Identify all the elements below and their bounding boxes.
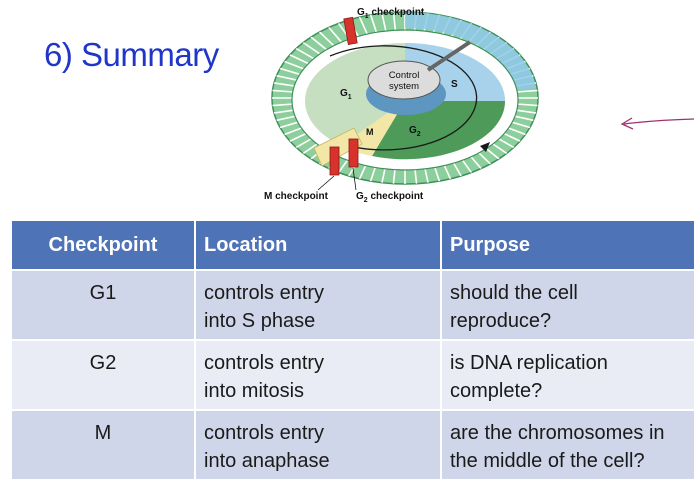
cycle-arrowhead [480, 142, 490, 152]
table-row: M controls entry into anaphase are the ch… [12, 409, 696, 479]
cell-location: controls entry into anaphase [195, 409, 442, 479]
checkpoint-summary-table: Checkpoint Location Purpose G1 controls … [12, 221, 696, 479]
location-line: controls entry [204, 352, 325, 374]
m-checkpoint-marker [329, 146, 340, 176]
control-system-label-2: system [389, 81, 419, 92]
g1-checkpoint-marker [343, 16, 358, 45]
location-line: controls entry [204, 422, 325, 444]
table-header-row: Checkpoint Location Purpose [12, 221, 696, 270]
phase-s-label: S [451, 79, 458, 90]
handwritten-arrow-annotation [620, 117, 695, 130]
m-checkpoint-leader [317, 175, 335, 191]
header-purpose: Purpose [441, 221, 696, 270]
g1-checkpoint-label: G1 checkpoint [357, 7, 425, 20]
location-line: into S phase [204, 310, 316, 332]
table-row: G1 controls entry into S phase should the… [12, 269, 696, 340]
location-line: into mitosis [204, 380, 305, 402]
outer-ring-s-highlight [405, 12, 536, 90]
purpose-line: should the cell [450, 282, 578, 304]
header-location: Location [195, 221, 442, 270]
phase-g2-label: G2 [409, 125, 421, 138]
control-system [367, 60, 441, 100]
purpose-line: the middle of the cell? [450, 450, 645, 472]
g2-checkpoint-label: G2 checkpoint [356, 191, 424, 204]
ring-tick [512, 89, 538, 94]
ring-tick [379, 12, 388, 34]
page-title: 6) Summary [44, 36, 219, 73]
cell-checkpoint: G2 [12, 339, 196, 410]
cell-purpose: are the chromosomes in the middle of the … [441, 409, 696, 479]
m-checkpoint-label: M checkpoint [264, 191, 329, 202]
cycle-arrow-ring [329, 45, 478, 151]
cell-checkpoint: M [12, 409, 196, 479]
location-line: controls entry [204, 282, 325, 304]
purpose-line: are the chromosomes in [450, 422, 665, 444]
ring-tick [272, 89, 298, 94]
table-row: G2 controls entry into mitosis is DNA rep… [12, 339, 696, 410]
ring-tick [392, 12, 397, 33]
cell-cycle-diagram: G1 checkpoint M checkpoint G2 checkpoint… [264, 7, 539, 204]
control-handle [426, 40, 472, 72]
purpose-line: is DNA replication [450, 352, 608, 374]
g2-checkpoint-marker [348, 138, 359, 168]
header-checkpoint: Checkpoint [12, 221, 196, 270]
control-system-label-1: Control [389, 70, 420, 81]
location-line: into anaphase [204, 450, 330, 472]
purpose-line: complete? [450, 380, 543, 402]
g2-checkpoint-leader [352, 167, 357, 191]
cell-checkpoint: G1 [12, 269, 196, 340]
purpose-line: reproduce? [450, 310, 552, 332]
cell-purpose: should the cell reproduce? [441, 269, 696, 340]
phase-g1-label: G1 [340, 88, 352, 101]
cell-location: controls entry into S phase [195, 269, 442, 340]
cell-location: controls entry into mitosis [195, 339, 442, 410]
cell-purpose: is DNA replication complete? [441, 339, 696, 410]
phase-m-label: M [366, 127, 374, 137]
